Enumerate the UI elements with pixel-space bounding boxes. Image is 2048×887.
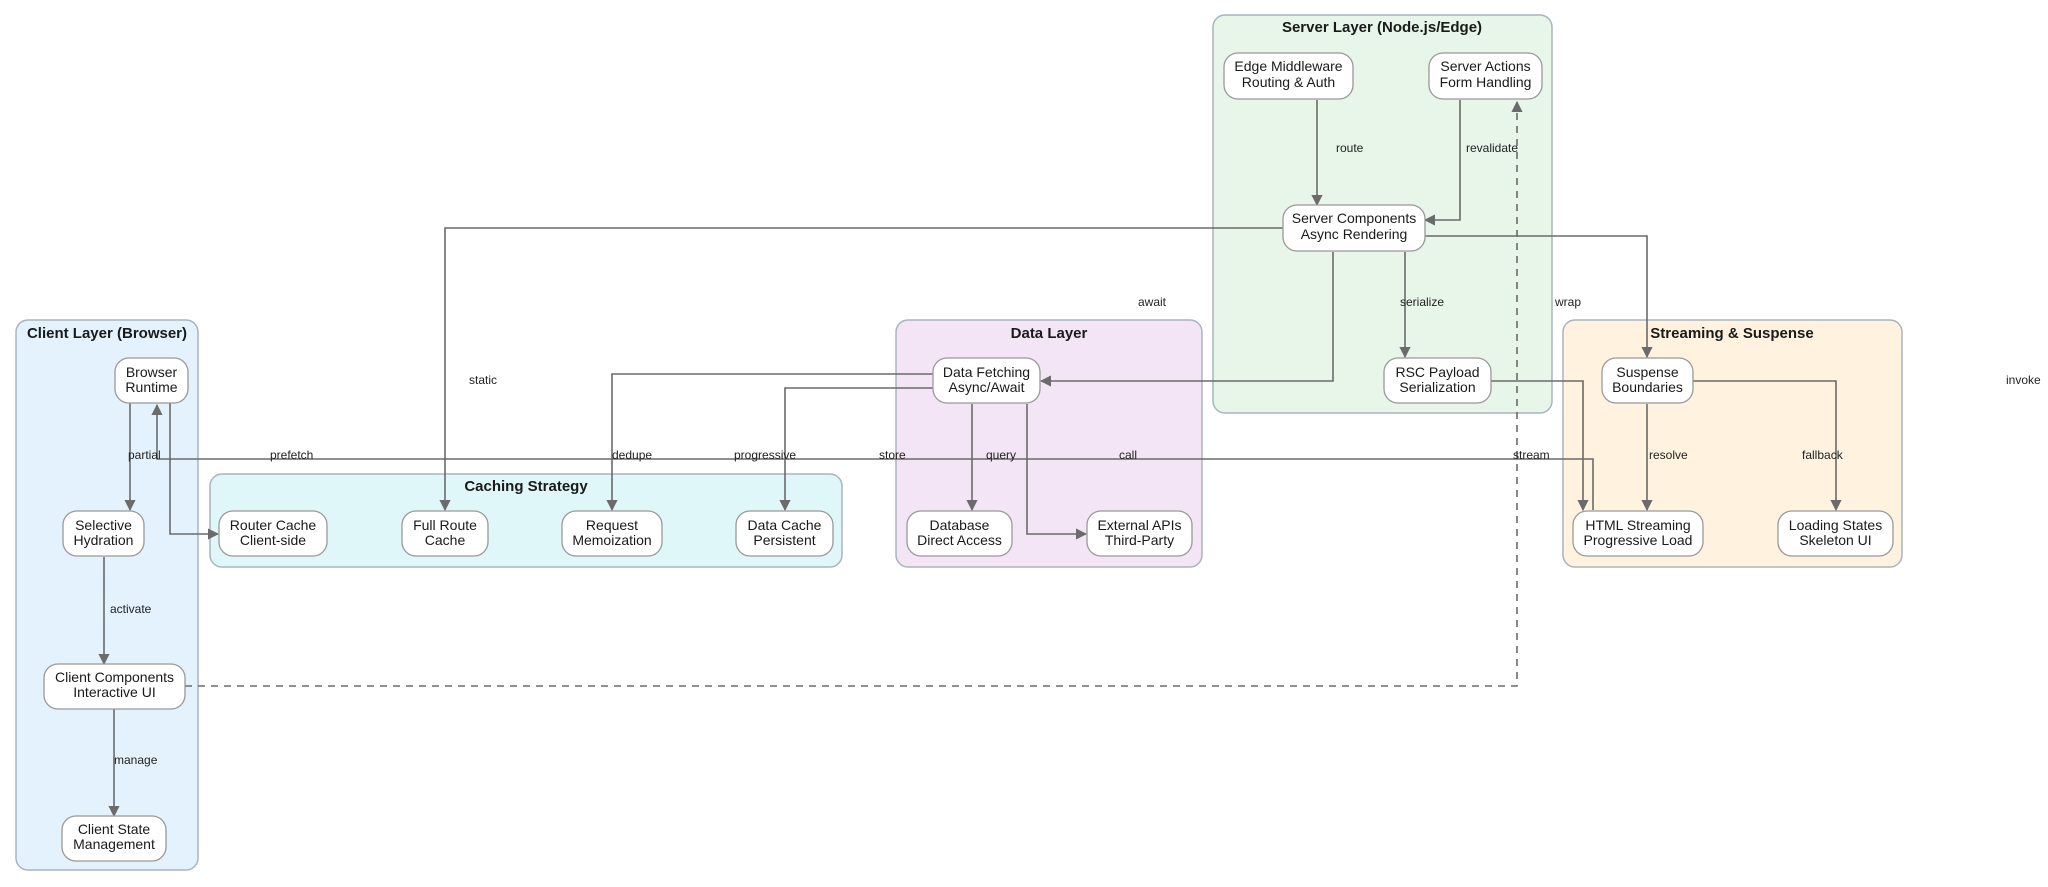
full-route-cache-line-2: Cache — [425, 532, 466, 548]
rsc-payload-line-2: Serialization — [1399, 379, 1475, 395]
server-components-line-1: Server Components — [1292, 210, 1417, 226]
edge-label-dedupe: dedupe — [612, 448, 652, 462]
node-data-fetching: Data Fetching Async/Await — [932, 357, 1041, 404]
client-components-line-1: Client Components — [55, 669, 174, 685]
html-streaming-line-1: HTML Streaming — [1585, 517, 1690, 533]
cluster-title-streaming: Streaming & Suspense — [1650, 325, 1813, 342]
cluster-title-client: Client Layer (Browser) — [27, 325, 187, 342]
loading-states-line-2: Skeleton UI — [1799, 532, 1871, 548]
data-fetching-line-2: Async/Await — [949, 379, 1025, 395]
edge-await — [1039, 252, 1334, 387]
edges — [98, 100, 1842, 818]
node-selective-hydration: Selective Hydration — [62, 510, 145, 557]
database-line-2: Direct Access — [917, 532, 1002, 548]
node-browser-runtime: Browser Runtime — [114, 357, 189, 404]
browser-runtime-line-2: Runtime — [125, 379, 177, 395]
router-cache-line-2: Client-side — [240, 532, 306, 548]
edge-middleware-line-1: Edge Middleware — [1234, 58, 1342, 74]
cluster-client-layer: Client Layer (Browser) — [15, 319, 199, 871]
node-router-cache: Router Cache Client-side — [218, 510, 328, 557]
cluster-title-server: Server Layer (Node.js/Edge) — [1282, 19, 1482, 36]
node-rsc-payload: RSC Payload Serialization — [1383, 357, 1492, 404]
server-actions-line-2: Form Handling — [1440, 74, 1532, 90]
node-suspense-boundaries: Suspense Boundaries — [1601, 357, 1694, 404]
edge-labels: partial prefetch activate manage static … — [110, 141, 2041, 767]
client-components-line-2: Interactive UI — [73, 684, 155, 700]
cluster-title-caching: Caching Strategy — [464, 478, 588, 495]
node-client-components: Client Components Interactive UI — [43, 663, 186, 710]
edge-label-await: await — [1138, 295, 1167, 309]
edge-dedupe — [606, 373, 933, 512]
edge-middleware-line-2: Routing & Auth — [1242, 74, 1335, 90]
full-route-cache-line-1: Full Route — [413, 517, 477, 533]
node-request-memoization: Request Memoization — [561, 510, 663, 557]
node-full-route-cache: Full Route Cache — [401, 510, 489, 557]
edge-label-static: static — [469, 373, 497, 387]
node-external-apis: External APIs Third-Party — [1086, 510, 1193, 557]
data-cache-line-2: Persistent — [753, 532, 815, 548]
external-apis-line-1: External APIs — [1097, 517, 1181, 533]
edge-label-invoke: invoke — [2006, 373, 2041, 387]
edge-label-route: route — [1336, 141, 1364, 155]
node-html-streaming: HTML Streaming Progressive Load — [1572, 510, 1704, 557]
cluster-caching-strategy: Caching Strategy — [209, 473, 843, 568]
edge-rsc-to-html — [1491, 380, 1589, 512]
request-memoization-line-1: Request — [586, 517, 638, 533]
loading-states-line-1: Loading States — [1789, 517, 1882, 533]
edge-stream — [151, 403, 1594, 510]
html-streaming-line-2: Progressive Load — [1584, 532, 1693, 548]
edge-label-fallback: fallback — [1802, 448, 1844, 462]
edge-label-stream: stream — [1513, 448, 1550, 462]
edge-wrap — [1425, 235, 1653, 359]
edge-call — [1026, 404, 1088, 540]
edge-label-activate: activate — [110, 602, 152, 616]
edge-label-manage: manage — [114, 753, 158, 767]
node-server-components: Server Components Async Rendering — [1282, 204, 1426, 252]
rsc-payload-line-1: RSC Payload — [1395, 364, 1479, 380]
request-memoization-line-2: Memoization — [572, 532, 651, 548]
edge-label-partial: partial — [128, 448, 161, 462]
edge-progressive — [779, 387, 933, 512]
node-edge-middleware: Edge Middleware Routing & Auth — [1223, 52, 1354, 100]
browser-runtime-line-1: Browser — [126, 364, 178, 380]
edge-invoke — [185, 100, 1523, 687]
edge-label-progressive: progressive — [734, 448, 796, 462]
edge-revalidate — [1423, 100, 1461, 226]
edge-label-prefetch: prefetch — [270, 448, 313, 462]
node-server-actions: Server Actions Form Handling — [1428, 52, 1543, 100]
external-apis-line-2: Third-Party — [1105, 532, 1174, 548]
edge-label-serialize: serialize — [1400, 295, 1444, 309]
edge-label-store: store — [879, 448, 906, 462]
suspense-boundaries-line-2: Boundaries — [1612, 379, 1683, 395]
data-cache-line-1: Data Cache — [748, 517, 822, 533]
node-client-state: Client State Management — [61, 815, 167, 862]
data-fetching-line-1: Data Fetching — [943, 364, 1030, 380]
edge-label-call: call — [1119, 448, 1137, 462]
cluster-title-data: Data Layer — [1011, 325, 1088, 342]
client-state-line-2: Management — [73, 836, 155, 852]
node-loading-states: Loading States Skeleton UI — [1777, 510, 1894, 557]
edge-label-query: query — [986, 448, 1016, 462]
suspense-boundaries-line-1: Suspense — [1616, 364, 1678, 380]
node-data-cache: Data Cache Persistent — [735, 510, 834, 557]
edge-static — [439, 227, 1283, 512]
client-state-line-1: Client State — [78, 821, 151, 837]
router-cache-line-1: Router Cache — [230, 517, 317, 533]
selective-hydration-line-1: Selective — [75, 517, 132, 533]
node-database: Database Direct Access — [906, 510, 1013, 557]
edge-label-wrap: wrap — [1554, 295, 1581, 309]
edge-label-resolve: resolve — [1649, 448, 1688, 462]
selective-hydration-line-2: Hydration — [74, 532, 134, 548]
database-line-1: Database — [930, 517, 990, 533]
edge-label-revalidate: revalidate — [1466, 141, 1518, 155]
edge-fallback — [1693, 380, 1842, 512]
server-components-line-2: Async Rendering — [1301, 226, 1408, 242]
edge-prefetch — [169, 403, 220, 540]
server-actions-line-1: Server Actions — [1440, 58, 1530, 74]
